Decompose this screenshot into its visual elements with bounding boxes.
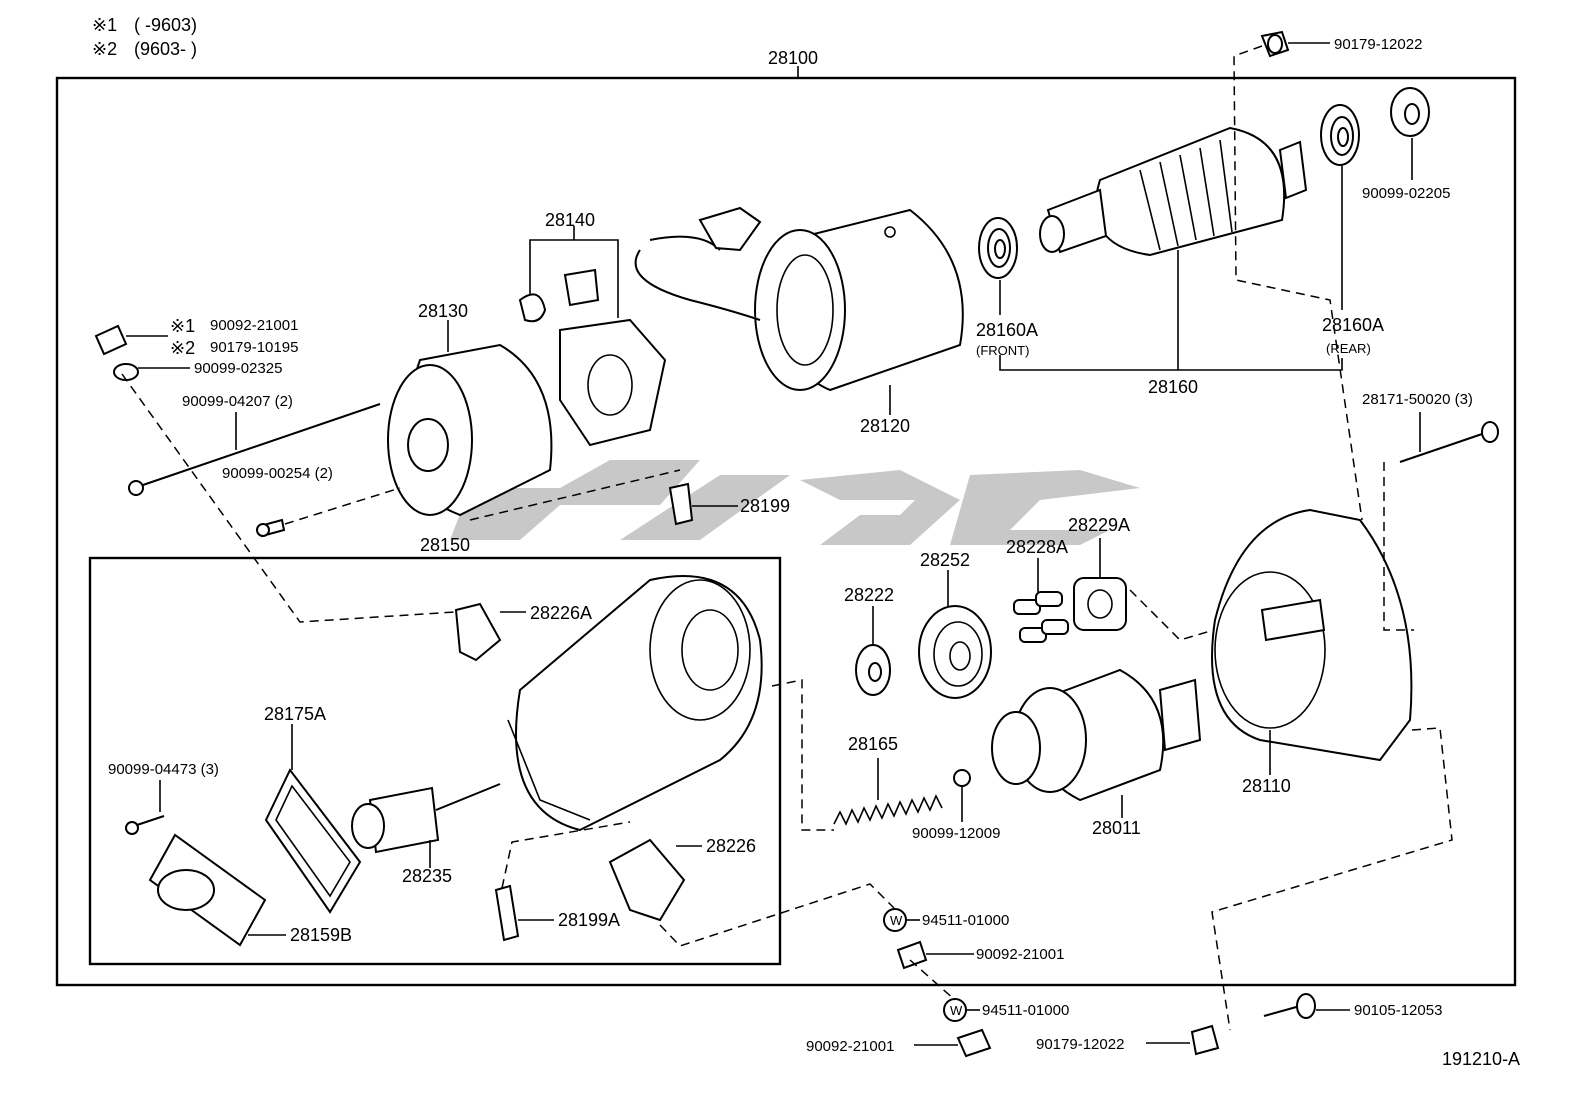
label-28235[interactable]: 28235 <box>402 866 452 886</box>
nut-drawing-bottom <box>914 1028 992 1058</box>
label-28160A-front[interactable]: 28160A <box>976 320 1038 340</box>
label-28150[interactable]: 28150 <box>420 535 470 555</box>
washer-w-drawing-1 <box>883 908 920 932</box>
washer-w-mark-1: W <box>890 913 903 928</box>
spring-drawing <box>833 758 943 826</box>
label-28229A[interactable]: 28229A <box>1068 515 1130 535</box>
washer-w-mark-2: W <box>950 1003 963 1018</box>
nut-drawing-mid <box>896 940 974 970</box>
cover-28159B-drawing <box>148 833 286 947</box>
label-90099-02325[interactable]: 90099-02325 <box>194 360 282 377</box>
bearing-rear-drawing <box>1320 104 1360 310</box>
label-90099-00254[interactable]: 90099-00254 (2) <box>222 465 333 482</box>
bolt-12053-drawing <box>1263 993 1350 1019</box>
yoke-drawing <box>634 206 964 415</box>
label-28199[interactable]: 28199 <box>740 496 790 516</box>
ball-drawing <box>953 769 971 822</box>
label-90099-04207[interactable]: 90099-04207 (2) <box>182 393 293 410</box>
rollers-drawing <box>1013 558 1069 643</box>
assembly-frame-28100 <box>55 76 1517 987</box>
label-note1-mark: ※1 <box>170 316 195 336</box>
retainer-drawing <box>1073 538 1127 631</box>
washer-drawing-28222 <box>855 606 891 696</box>
label-28140[interactable]: 28140 <box>545 210 595 230</box>
bracket-28160 <box>999 355 1343 371</box>
watermark-logo <box>450 460 1140 545</box>
legend-note2-range: (9603- ) <box>134 39 197 59</box>
armature-drawing <box>1039 126 1308 370</box>
terminal-28199A-drawing <box>494 884 554 942</box>
label-90099-02205[interactable]: 90099-02205 <box>1362 185 1450 202</box>
label-28165[interactable]: 28165 <box>848 734 898 754</box>
label-94511-01000-a[interactable]: 94511-01000 <box>922 912 1009 929</box>
washer-w-drawing-2 <box>943 998 980 1022</box>
label-28228A[interactable]: 28228A <box>1006 537 1068 557</box>
screw-drawing-00254 <box>256 518 286 538</box>
label-90179-12022-top[interactable]: 90179-12022 <box>1334 36 1422 53</box>
bearing-front-drawing <box>978 217 1018 315</box>
solenoid-housing-drawing <box>507 575 763 832</box>
terminal-28199-drawing <box>668 482 738 526</box>
clutch-drawing <box>991 668 1202 818</box>
label-28199A[interactable]: 28199A <box>558 910 620 930</box>
diagram-code: 191210-A <box>1442 1049 1520 1069</box>
terminal-28226-drawing <box>608 838 702 922</box>
label-28110[interactable]: 28110 <box>1242 776 1291 796</box>
label-90092-21001-bottom[interactable]: 90092-21001 <box>806 1038 894 1055</box>
gasket-28175A-drawing <box>264 724 362 914</box>
legend-note1-range: ( -9603) <box>134 15 197 35</box>
brush-holder-drawing <box>518 226 667 447</box>
label-28226[interactable]: 28226 <box>706 836 756 856</box>
label-28226A[interactable]: 28226A <box>530 603 592 623</box>
label-28222[interactable]: 28222 <box>844 585 894 605</box>
label-28252[interactable]: 28252 <box>920 550 970 570</box>
label-28159B[interactable]: 28159B <box>290 925 352 945</box>
label-28160A-rear-note: (REAR) <box>1326 341 1371 356</box>
label-90099-04473[interactable]: 90099-04473 (3) <box>108 761 219 778</box>
plunger-28235-drawing <box>351 783 501 868</box>
label-28160[interactable]: 28160 <box>1148 377 1198 397</box>
subassembly-frame-28150 <box>88 556 782 966</box>
nut-drawing-top <box>1260 30 1330 58</box>
washer-drawing-02205 <box>1390 87 1430 180</box>
label-90179-12022-bottom[interactable]: 90179-12022 <box>1036 1036 1124 1053</box>
terminal-28226A-drawing <box>454 602 526 662</box>
legend-note1-mark: ※1 <box>92 15 117 35</box>
idler-gear-drawing <box>918 570 992 699</box>
label-note2-mark: ※2 <box>170 338 195 358</box>
legend-note2-mark: ※2 <box>92 39 117 59</box>
label-90099-12009[interactable]: 90099-12009 <box>912 825 1000 842</box>
label-90092-21001-mid[interactable]: 90092-21001 <box>976 946 1064 963</box>
label-90092-21001-top[interactable]: 90092-21001 <box>210 317 298 334</box>
label-28130[interactable]: 28130 <box>418 301 468 321</box>
label-28160A-front-note: (FRONT) <box>976 343 1029 358</box>
end-frame-drawing <box>387 320 553 517</box>
label-28160A-rear[interactable]: 28160A <box>1322 315 1384 335</box>
bolt-04473-drawing <box>125 780 165 835</box>
label-90179-10195[interactable]: 90179-10195 <box>210 339 298 356</box>
label-28100[interactable]: 28100 <box>768 48 818 68</box>
nut-drawing-bottom-right <box>1146 1024 1220 1056</box>
nut-drawing-left <box>94 324 168 356</box>
bolt-28171-drawing <box>1399 412 1499 463</box>
housing-drawing <box>1211 508 1413 775</box>
dashed-alignment-lines <box>121 45 1453 1031</box>
label-28011[interactable]: 28011 <box>1092 818 1141 838</box>
label-28175A[interactable]: 28175A <box>264 704 326 724</box>
label-28120[interactable]: 28120 <box>860 416 910 436</box>
through-bolt-drawing <box>128 403 381 496</box>
label-28171-50020[interactable]: 28171-50020 (3) <box>1362 391 1473 408</box>
part-labels: 90179-12022 90099-02205 28140 28130 2812… <box>108 36 1473 1055</box>
label-90105-12053[interactable]: 90105-12053 <box>1354 1002 1442 1019</box>
label-94511-01000-b[interactable]: 94511-01000 <box>982 1002 1069 1019</box>
